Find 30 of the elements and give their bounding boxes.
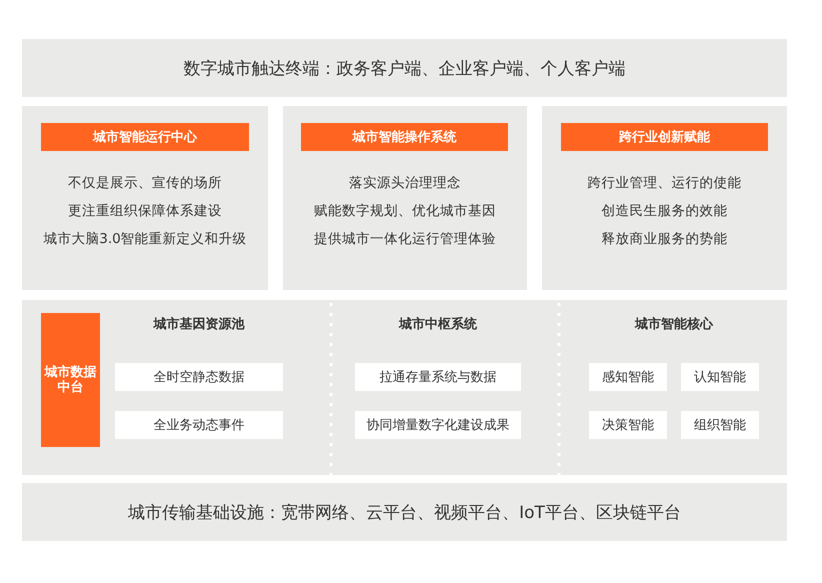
layer-band: 城市传输基础设施：宽带网络、云平台、视频平台、IoT平台、区块链平台 bbox=[22, 483, 787, 541]
section-heading: 城市基因资源池 bbox=[154, 317, 244, 332]
item-card: 感知智能 bbox=[589, 363, 667, 391]
header-bar: 城市智能运行中心 bbox=[41, 123, 249, 151]
panel-text: 赋能数字规划、优化城市基因 bbox=[314, 203, 496, 219]
panel-text: 更注重组织保障体系建设 bbox=[68, 203, 222, 219]
item-card: 全时空静态数据 bbox=[115, 363, 283, 391]
item-card: 组织智能 bbox=[681, 411, 759, 439]
layer-panel bbox=[542, 106, 787, 290]
panel-text: 城市大脑3.0智能重新定义和升级 bbox=[43, 231, 247, 247]
panel-text: 提供城市一体化运行管理体验 bbox=[314, 231, 496, 247]
side-header-bar: 城市数据中台 bbox=[41, 313, 100, 447]
item-card: 决策智能 bbox=[589, 411, 667, 439]
item-card: 协同增量数字化建设成果 bbox=[355, 411, 521, 439]
item-card: 拉通存量系统与数据 bbox=[355, 363, 521, 391]
section-heading: 城市中枢系统 bbox=[399, 317, 477, 332]
item-card: 认知智能 bbox=[681, 363, 759, 391]
layer-panel bbox=[22, 300, 787, 475]
panel-text: 跨行业管理、运行的使能 bbox=[588, 175, 742, 191]
panel-text: 释放商业服务的势能 bbox=[602, 231, 728, 247]
header-bar: 跨行业创新赋能 bbox=[561, 123, 768, 151]
header-bar: 城市智能操作系统 bbox=[301, 123, 508, 151]
item-card: 全业务动态事件 bbox=[115, 411, 283, 439]
section-heading: 城市智能核心 bbox=[635, 317, 713, 332]
layer-panel bbox=[22, 106, 268, 290]
layer-band: 数字城市触达终端：政务客户端、企业客户端、个人客户端 bbox=[22, 39, 787, 97]
panel-text: 不仅是展示、宣传的场所 bbox=[68, 175, 222, 191]
layer-panel bbox=[283, 106, 527, 290]
panel-text: 落实源头治理理念 bbox=[349, 175, 461, 191]
panel-text: 创造民生服务的效能 bbox=[602, 203, 728, 219]
